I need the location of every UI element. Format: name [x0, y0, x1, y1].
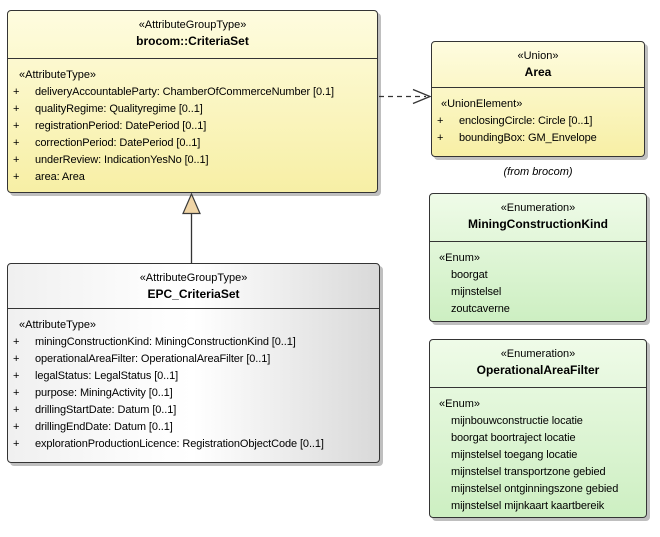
generalization-triangle-icon [182, 192, 201, 215]
enum-value: boorgat boortraject locatie [451, 432, 576, 444]
attribute-text: operationalAreaFilter: OperationalAreaFi… [35, 353, 271, 365]
attribute-row: + correctionPeriod: DatePeriod [0..1] [8, 135, 374, 152]
class-header: «Union» Area [432, 42, 644, 88]
visibility-plus: + [13, 336, 20, 348]
class-box-brocom-criteriaset[interactable]: «AttributeGroupType» brocom::CriteriaSet… [7, 10, 378, 193]
visibility-plus: + [437, 132, 444, 144]
class-name: Area [524, 65, 552, 79]
generalization-epc-to-criteriaset[interactable] [182, 192, 201, 263]
visibility-plus: + [13, 387, 20, 399]
enum-value: mijnstelsel transportzone gebied [451, 466, 606, 478]
section-label: «AttributeType» [19, 319, 97, 331]
attribute-text: enclosingCircle: Circle [0..1] [459, 115, 593, 127]
attribute-row: + deliveryAccountableParty: ChamberOfComm… [8, 84, 374, 101]
open-arrowhead-icon [412, 88, 432, 105]
attribute-text: boundingBox: GM_Envelope [459, 132, 597, 144]
visibility-plus: + [13, 86, 20, 98]
attribute-row: + area: Area [8, 169, 374, 186]
enum-box-operationalareafilter[interactable]: «Enumeration» OperationalAreaFilter «Enu… [429, 339, 647, 518]
enum-value: mijnstelsel ontginningszone gebied [451, 483, 619, 495]
stereotype-label: «AttributeGroupType» [138, 19, 247, 31]
visibility-plus: + [13, 404, 20, 416]
attribute-row: + boundingBox: GM_Envelope [432, 130, 641, 147]
enum-compartment: «Enum» mijnbouwconstructie locatie boorg… [430, 388, 646, 515]
enum-value: boorgat [451, 269, 488, 281]
enum-value: mijnstelsel [451, 286, 502, 298]
attributes-compartment: «AttributeType» + deliveryAccountablePart… [8, 59, 377, 186]
attribute-text: registrationPeriod: DatePeriod [0..1] [35, 120, 207, 132]
visibility-plus: + [13, 370, 20, 382]
attribute-row: + legalStatus: LegalStatus [0..1] [8, 368, 376, 385]
stereotype-label: «Enumeration» [500, 348, 576, 360]
attribute-text: drillingStartDate: Datum [0..1] [35, 404, 177, 416]
visibility-plus: + [13, 438, 20, 450]
attribute-text: area: Area [35, 171, 85, 183]
class-header: «AttributeGroupType» EPC_CriteriaSet [8, 264, 379, 309]
enum-value: zoutcaverne [451, 303, 510, 315]
section-label: «Enum» [439, 252, 480, 264]
visibility-plus: + [13, 171, 20, 183]
attribute-row: + qualityRegime: Qualityregime [0..1] [8, 101, 374, 118]
attribute-text: legalStatus: LegalStatus [0..1] [35, 370, 179, 382]
attribute-row: + enclosingCircle: Circle [0..1] [432, 113, 641, 130]
attributes-compartment: «UnionElement» + enclosingCircle: Circle … [432, 88, 644, 147]
attribute-text: deliveryAccountableParty: ChamberOfComme… [35, 86, 334, 98]
from-package-note: (from brocom) [503, 166, 573, 178]
dependency-arrow-criteriaset-to-area[interactable] [379, 88, 432, 105]
attribute-row: + drillingStartDate: Datum [0..1] [8, 402, 376, 419]
attribute-text: purpose: MiningActivity [0..1] [35, 387, 173, 399]
visibility-plus: + [13, 103, 20, 115]
class-box-area[interactable]: «Union» Area «UnionElement» + enclosingCi… [431, 41, 645, 157]
attributes-compartment: «AttributeType» + miningConstructionKind:… [8, 309, 379, 453]
attribute-row: + purpose: MiningActivity [0..1] [8, 385, 376, 402]
enum-compartment: «Enum» boorgat mijnstelsel zoutcaverne [430, 242, 646, 318]
class-name: EPC_CriteriaSet [147, 287, 240, 301]
attribute-row: + underReview: IndicationYesNo [0..1] [8, 152, 374, 169]
attribute-row: + explorationProductionLicence: Registrat… [8, 436, 376, 453]
enum-value: mijnbouwconstructie locatie [451, 415, 583, 427]
attribute-row: + registrationPeriod: DatePeriod [0..1] [8, 118, 374, 135]
section-label: «AttributeType» [19, 69, 97, 81]
attribute-row: + miningConstructionKind: MiningConstruct… [8, 334, 376, 351]
attribute-text: drillingEndDate: Datum [0..1] [35, 421, 173, 433]
attribute-text: underReview: IndicationYesNo [0..1] [35, 154, 209, 166]
attribute-row: + operationalAreaFilter: OperationalAreaF… [8, 351, 376, 368]
class-box-epc-criteriaset[interactable]: «AttributeGroupType» EPC_CriteriaSet «At… [7, 263, 380, 463]
visibility-plus: + [13, 120, 20, 132]
attribute-text: miningConstructionKind: MiningConstructi… [35, 336, 296, 348]
class-name: OperationalAreaFilter [476, 363, 600, 377]
attribute-text: correctionPeriod: DatePeriod [0..1] [35, 137, 201, 149]
section-label: «Enum» [439, 398, 480, 410]
stereotype-label: «Enumeration» [500, 202, 576, 214]
class-header: «Enumeration» OperationalAreaFilter [430, 340, 646, 388]
visibility-plus: + [437, 115, 444, 127]
class-name: MiningConstructionKind [468, 217, 608, 231]
class-header: «AttributeGroupType» brocom::CriteriaSet [8, 11, 377, 59]
stereotype-label: «Union» [517, 50, 559, 62]
enum-value: mijnstelsel mijnkaart kaartbereik [451, 500, 605, 512]
attribute-text: explorationProductionLicence: Registrati… [35, 438, 324, 450]
visibility-plus: + [13, 154, 20, 166]
section-label: «UnionElement» [441, 98, 523, 110]
attribute-row: + drillingEndDate: Datum [0..1] [8, 419, 376, 436]
visibility-plus: + [13, 353, 20, 365]
stereotype-label: «AttributeGroupType» [139, 272, 248, 284]
visibility-plus: + [13, 137, 20, 149]
class-name: brocom::CriteriaSet [136, 34, 249, 48]
enum-value: mijnstelsel toegang locatie [451, 449, 578, 461]
visibility-plus: + [13, 421, 20, 433]
attribute-text: qualityRegime: Qualityregime [0..1] [35, 103, 203, 115]
class-header: «Enumeration» MiningConstructionKind [430, 194, 646, 242]
enum-box-miningconstructionkind[interactable]: «Enumeration» MiningConstructionKind «En… [429, 193, 647, 322]
